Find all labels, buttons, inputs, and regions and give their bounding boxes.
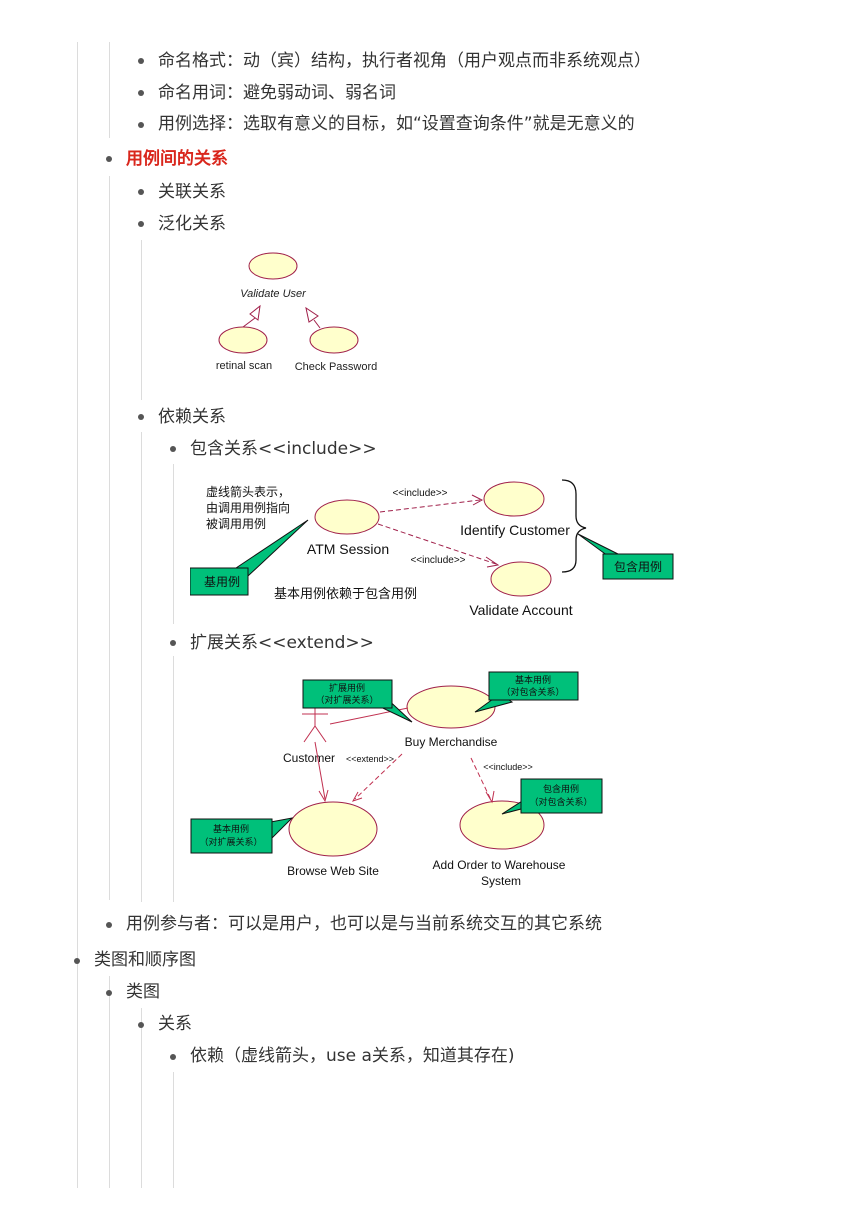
outline-guide-level4b: [173, 656, 174, 902]
generalization-arrowhead: [249, 304, 261, 321]
callout-pointer: [577, 533, 623, 557]
bullet: [138, 58, 144, 64]
usecase-label: System: [481, 874, 521, 888]
bullet: [106, 990, 112, 996]
outline-guide-level4: [173, 464, 174, 624]
stereotype-label: <<include>>: [392, 488, 447, 499]
outline-guide-level3c: [141, 1008, 142, 1188]
callout-text: 包含用例: [614, 559, 662, 574]
callout-text: 包含用例: [543, 783, 579, 795]
include-dependency-line: [377, 523, 497, 565]
include-dependency-line: [379, 499, 481, 513]
callout-box: [190, 818, 273, 854]
bullet: [138, 189, 144, 195]
usecase-ellipse: [483, 481, 545, 517]
usecase-label: Check Password: [295, 361, 378, 373]
list-item-dependency-desc: 依赖（虚线箭头，use a关系，知道其存在): [190, 1046, 515, 1066]
callout-box: [190, 567, 249, 596]
callout-text: 扩展用例: [329, 682, 365, 694]
include-arrowhead: [485, 790, 495, 804]
usecase-label: ATM Session: [307, 541, 389, 557]
callout-text: （对扩展关系）: [315, 694, 378, 706]
bullet: [106, 922, 112, 928]
stereotype-label: <<include>>: [410, 555, 465, 566]
outline-guide-level1: [77, 42, 78, 1188]
outline-guide-level3: [141, 240, 142, 400]
callout-text: （对扩展关系）: [199, 836, 262, 848]
callout-box: [520, 778, 603, 814]
note-text: 虚线箭头表示，: [206, 484, 290, 499]
stereotype-label: <<include>>: [483, 762, 533, 772]
bullet: [138, 414, 144, 420]
outline-guide-level3b: [141, 432, 142, 902]
generalization-line: [242, 317, 256, 328]
usecase-ellipse: [218, 326, 268, 354]
callout-text: 基本用例: [515, 674, 551, 686]
bullet: [138, 221, 144, 227]
callout-box: [302, 679, 393, 709]
note-text: 由调用用例指向: [206, 500, 290, 515]
usecase-ellipse: [490, 561, 552, 597]
list-item-usecase-actor: 用例参与者：可以是用户，也可以是与当前系统交互的其它系统: [126, 914, 602, 934]
generalization-line: [313, 319, 321, 329]
actor-label: Customer: [283, 751, 335, 765]
bullet: [138, 122, 144, 128]
list-item-class-diagram: 类图: [126, 982, 160, 1002]
usecase-label: Add Order to Warehouse: [433, 858, 566, 872]
list-item-association: 关联关系: [158, 182, 226, 202]
usecase-label: Validate Account: [469, 602, 572, 618]
bullet: [170, 1054, 176, 1060]
bullet: [138, 1022, 144, 1028]
list-item-naming-words: 命名用词：避免弱动词、弱名词: [158, 83, 396, 103]
callout-box: [488, 671, 579, 701]
association-arrowhead: [318, 789, 329, 803]
callout-text: （对包含关系）: [529, 796, 592, 808]
callout-text: 基用例: [204, 575, 240, 589]
list-item-generalization: 泛化关系: [158, 214, 226, 234]
outline-guide-level2: [109, 42, 110, 138]
extend-arrowhead: [351, 791, 363, 802]
bullet: [106, 156, 112, 162]
list-item-relations: 关系: [158, 1014, 192, 1034]
usecase-label: Browse Web Site: [287, 864, 379, 878]
bullet: [138, 90, 144, 96]
callout-box: [602, 553, 674, 580]
outline-guide-level4c: [173, 1072, 174, 1188]
section-heading-usecase-relations: 用例间的关系: [126, 149, 228, 169]
note-text: 被调用用例: [206, 517, 266, 531]
bullet: [74, 958, 80, 964]
list-item-usecase-choice: 用例选择：选取有意义的目标，如“设置查询条件”就是无意义的: [158, 114, 635, 134]
callout-text: （对包含关系）: [501, 686, 564, 698]
list-item-extend: 扩展关系<<extend>>: [190, 633, 374, 653]
list-item-include: 包含关系<<include>>: [190, 439, 377, 459]
bullet: [170, 640, 176, 646]
usecase-label: retinal scan: [216, 360, 272, 372]
usecase-ellipse: [288, 801, 378, 857]
usecase-label: Buy Merchandise: [405, 735, 498, 749]
extend-diagram: Customer Buy Merchandise Browse Web Site…: [190, 671, 603, 888]
extend-dependency-line: [354, 753, 403, 800]
list-item-naming-format: 命名格式：动（宾）结构，执行者视角（用户观点而非系统观点）: [158, 51, 651, 71]
outline-guide-level2b: [109, 176, 110, 900]
brace: [561, 479, 587, 573]
callout-text: 基本用例: [213, 823, 249, 835]
include-arrowhead: [485, 556, 500, 568]
list-item-dependency: 依赖关系: [158, 407, 226, 427]
include-arrowhead: [471, 494, 484, 506]
usecase-ellipse: [309, 326, 359, 354]
usecase-ellipse: [314, 499, 380, 535]
association-line: [314, 741, 326, 800]
stereotype-label: <<extend>>: [346, 754, 394, 764]
include-diagram: 虚线箭头表示， 由调用用例指向 被调用用例 ATM Session Identi…: [190, 479, 674, 618]
caption-text: 基本用例依赖于包含用例: [274, 586, 417, 602]
outline-guide-level2c: [109, 976, 110, 1188]
usecase-label: Identify Customer: [460, 522, 570, 538]
list-item-class-seq: 类图和顺序图: [94, 950, 196, 970]
usecase-ellipse: [248, 252, 298, 280]
bullet: [170, 446, 176, 452]
generalization-arrowhead: [305, 306, 319, 323]
generalization-diagram: Validate User retinal scan Check Passwor…: [216, 252, 378, 373]
usecase-label: Validate User: [240, 288, 307, 300]
